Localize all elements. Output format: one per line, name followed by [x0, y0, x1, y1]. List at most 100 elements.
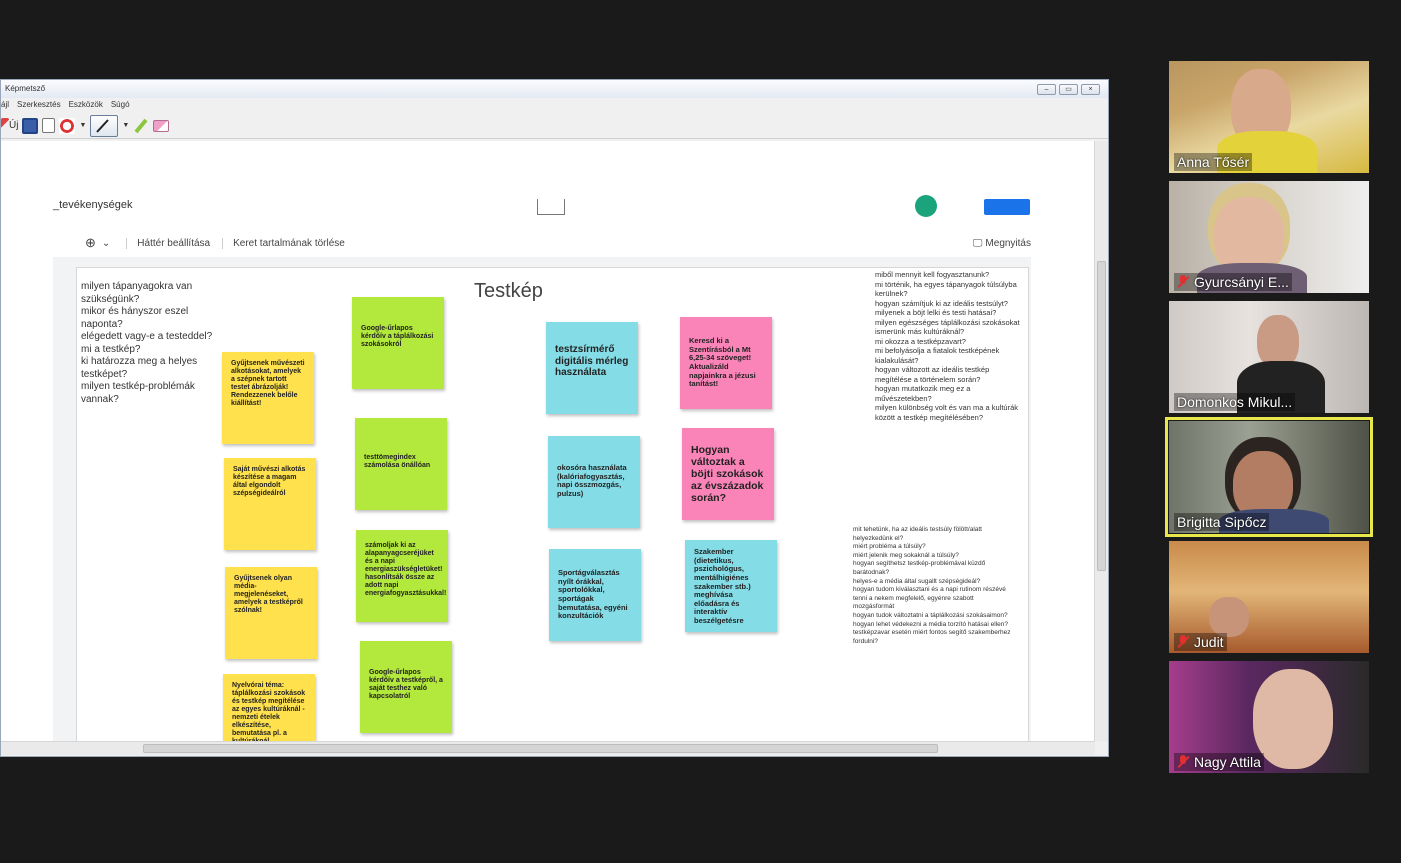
vertical-scroll-thumb[interactable] [1097, 261, 1106, 571]
question: hogyan számítjuk ki az ideális testsúlyt… [875, 298, 1008, 308]
question: hogyan tudok változtatni a táplálkozási … [853, 611, 1008, 619]
highlighter-icon[interactable] [133, 118, 149, 134]
new-snip-button[interactable]: Új [1, 117, 18, 134]
frame-title: _tevékenységek [53, 199, 133, 211]
sticky-note[interactable]: Google-űrlapos kérdőív a táplálkozási sz… [352, 297, 444, 389]
copy-icon[interactable] [42, 118, 56, 133]
send-dropdown[interactable]: ▼ [79, 122, 87, 129]
jam-pager [537, 199, 565, 215]
present-icon: 🖵 [972, 237, 983, 249]
right-question-list-top: miből mennyit kell fogyasztanunk? mi tör… [875, 270, 1025, 422]
clear-frame-button[interactable]: Keret tartalmának törlése [222, 237, 345, 249]
participant-video [1217, 131, 1317, 173]
horizontal-scrollbar[interactable] [1, 741, 1095, 755]
participant-tile[interactable]: Domonkos Mikul... [1169, 301, 1369, 413]
left-question-list: milyen tápanyagokra van szükségünk? miko… [81, 281, 226, 406]
window-title: Képmetsző [5, 84, 46, 93]
sticky-note[interactable]: számoljak ki az alapanyagcseréjüket és a… [356, 530, 448, 622]
title-bar: Képmetsző – ▭ × [1, 80, 1108, 98]
participant-name: Nagy Attila [1174, 753, 1264, 771]
question: mit tehetünk, ha az ideális testsúly föl… [853, 526, 982, 542]
close-button[interactable]: × [1081, 84, 1100, 95]
sticky-note[interactable]: okosóra használata (kalóriafogyasztás, n… [548, 436, 640, 528]
restore-button[interactable]: ▭ [1059, 84, 1078, 95]
participant-tile[interactable]: Anna Tősér [1169, 61, 1369, 173]
participant-tile-active[interactable]: Brigitta Sipőcz [1165, 417, 1373, 537]
menu-edit[interactable]: Szerkesztés [17, 100, 61, 109]
mic-muted-icon [1177, 755, 1189, 769]
sticky-note[interactable]: Keresd ki a Szentírásból a Mt 6,25-34 sz… [680, 317, 772, 409]
participant-name: Gyurcsányi E... [1174, 273, 1292, 291]
sticky-note[interactable]: Saját művészi alkotás készítése a magam … [224, 458, 316, 550]
question: milyen különbség volt és van ma a kultúr… [875, 403, 1018, 422]
participant-tile[interactable]: Gyurcsányi E... [1169, 181, 1369, 293]
question: miből mennyit kell fogyasztanunk? [875, 270, 990, 279]
menu-help[interactable]: Súgó [110, 100, 130, 109]
question: hogyan lehet védekezni a média torzító h… [853, 620, 1009, 628]
participant-video [1257, 315, 1299, 369]
question: mi okozza a testképzavart? [875, 336, 966, 346]
sticky-note[interactable]: Gyűjtsenek olyan média-megjelenéseket, a… [225, 567, 317, 659]
right-question-list-bottom: mit tehetünk, ha az ideális testsúly föl… [853, 526, 1015, 646]
sticky-note[interactable]: Hogyan változtak a böjti szokások az évs… [682, 428, 774, 520]
participant-video [1197, 263, 1307, 293]
participant-video [1237, 361, 1325, 413]
question: milyen testkép-problémák vannak? [81, 381, 195, 405]
minimize-button[interactable]: – [1037, 84, 1056, 95]
question: mikor és hányszor eszel naponta? [81, 306, 189, 330]
set-background-button[interactable]: Háttér beállítása [126, 237, 210, 249]
sticky-note[interactable]: testzsírmérő digitális mérleg használata [546, 322, 638, 414]
vertical-scrollbar[interactable] [1094, 141, 1108, 741]
question: miért jelenik meg sokaknál a túlsúly? [853, 551, 959, 559]
jamboard-frame[interactable]: milyen tápanyagokra van szükségünk? miko… [76, 267, 1029, 741]
send-icon[interactable] [59, 117, 76, 134]
sticky-note[interactable]: testtömegindex számolása önállóan [355, 418, 447, 510]
participant-tile[interactable]: Nagy Attila [1169, 661, 1369, 773]
sticky-note[interactable]: Google-űrlapos kérdőív a testképről, a s… [360, 641, 452, 733]
scissors-icon [1, 117, 9, 134]
question: mi történik, ha egyes tápanyagok túlsúly… [875, 279, 1017, 299]
sticky-note[interactable]: Szakember (dietetikus, pszichológus, men… [685, 540, 777, 632]
question: miért probléma a túlsúly? [853, 543, 926, 551]
question: milyen tápanyagokra van szükségünk? [81, 281, 193, 305]
participant-tile[interactable]: Judit [1169, 541, 1369, 653]
captured-screen: _tevékenységek ⊕ ⌄ Háttér beállítása Ker… [1, 141, 1095, 741]
jam-toolbar: ⊕ ⌄ Háttér beállítása Keret tartalmának … [53, 229, 1031, 257]
participant-name: Judit [1174, 633, 1227, 651]
menu-file[interactable]: ájl [1, 100, 10, 109]
question: ki határozza meg a helyes testképet? [81, 356, 198, 380]
sticky-note[interactable]: Sportágválasztás nyílt órákkal, sportoló… [549, 549, 641, 641]
horizontal-scroll-thumb[interactable] [143, 744, 938, 753]
menu-tools[interactable]: Eszközök [68, 100, 103, 109]
question: elégedett vagy-e a testeddel? [81, 331, 213, 342]
participant-name: Anna Tősér [1174, 153, 1253, 171]
sticky-note[interactable]: Nyelvórai téma: táplálkozási szokások és… [223, 674, 315, 741]
participant-video [1219, 509, 1329, 533]
pen-dropdown[interactable]: ▼ [122, 122, 130, 129]
participant-name: Brigitta Sipőcz [1174, 513, 1270, 531]
zoom-dropdown[interactable]: ⌄ [101, 237, 111, 249]
question: milyenek a böjt lelki és testi hatásai? [875, 308, 997, 317]
pen-icon[interactable] [90, 114, 119, 137]
mic-muted-icon [1177, 275, 1189, 289]
mic-muted-icon [1177, 635, 1189, 649]
eraser-icon[interactable] [153, 119, 170, 132]
participant-video [1209, 597, 1249, 637]
present-button[interactable]: 🖵 Megnyitás [972, 237, 1031, 249]
zoom-icon[interactable]: ⊕ [85, 235, 96, 250]
question: hogyan mutatkozik meg ez a művészetekben… [875, 384, 971, 403]
sticky-note[interactable]: Gyűjtsenek művészeti alkotásokat, amelye… [222, 352, 314, 444]
question: hogyan segíthetsz testkép-problémával kü… [853, 560, 986, 576]
participant-video [1253, 669, 1333, 769]
question: mi befolyásolja a fiatalok testképének k… [875, 346, 1000, 365]
menu-bar: ájl Szerkesztés Eszközök Súgó [1, 100, 130, 112]
question: hogyan változott az ideális testkép megí… [875, 365, 990, 384]
snipping-tool-window: Képmetsző – ▭ × ájl Szerkesztés Eszközök… [0, 79, 1109, 757]
share-button[interactable] [984, 199, 1030, 215]
question: mi a testkép? [81, 343, 141, 355]
save-icon[interactable] [22, 117, 39, 134]
board-title: Testkép [474, 280, 543, 302]
toolbar: Új ▼ ▼ [1, 113, 1108, 139]
participant-name: Domonkos Mikul... [1174, 393, 1296, 411]
avatar [915, 195, 937, 217]
